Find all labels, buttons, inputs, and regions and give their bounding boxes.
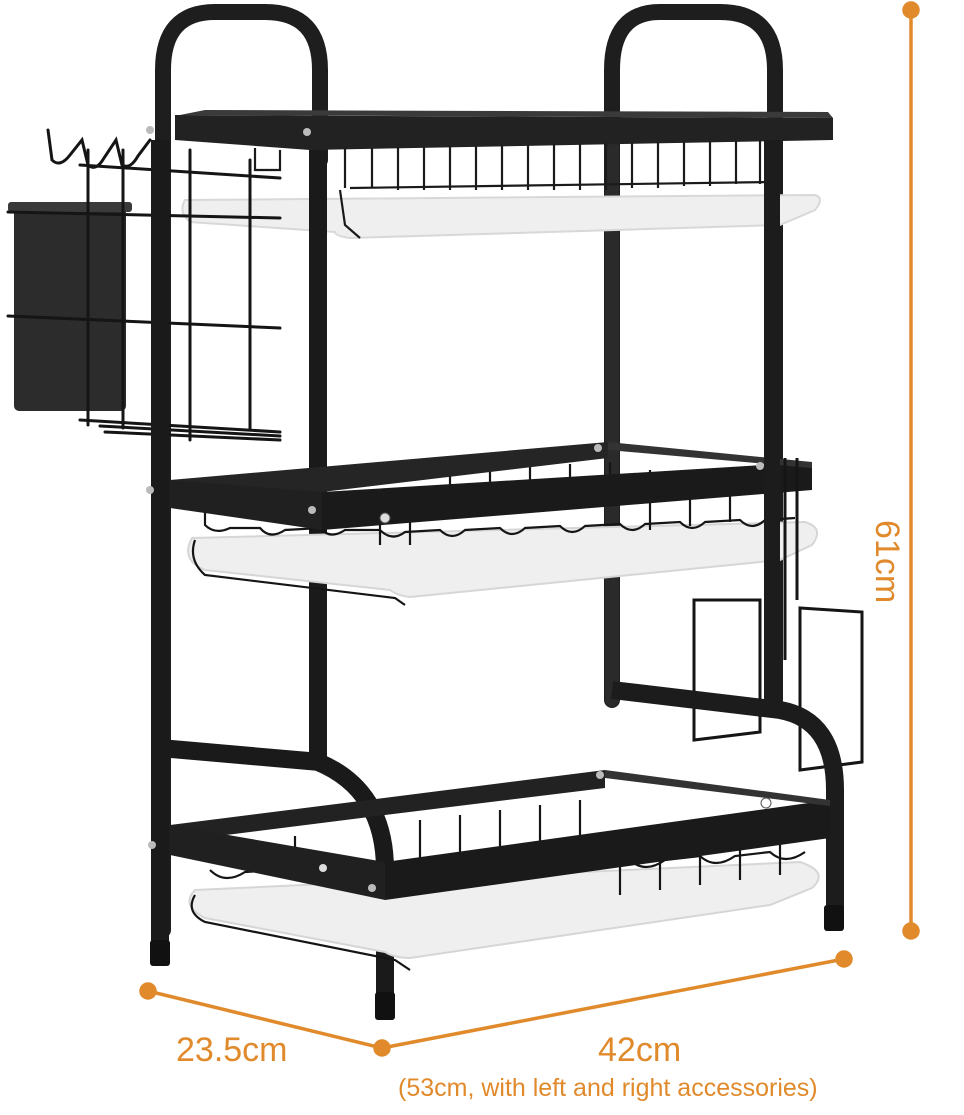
- top-tier: [146, 110, 833, 240]
- utensil-hooks: [46, 128, 152, 169]
- height-dimension-label: 61cm: [868, 520, 906, 604]
- width-dimension-label: 23.5cm: [176, 1031, 288, 1069]
- length-dimension-label: 42cm: [598, 1031, 682, 1069]
- length-accessories-note: (53cm, with left and right accessories): [398, 1074, 818, 1102]
- foot-back-left: [150, 940, 170, 966]
- middle-tier: [146, 442, 819, 606]
- rack-feet: [150, 905, 844, 1020]
- bottom-tier: [148, 770, 830, 971]
- dimension-lines: [139, 1, 920, 1057]
- rack-frame-front-left: [151, 140, 327, 955]
- rack-frame-front-right: [610, 140, 844, 925]
- foot-front-left: [375, 992, 395, 1020]
- left-utensil-basket: [6, 128, 282, 442]
- foot-front-right: [824, 905, 844, 931]
- rack-frame-back: [155, 4, 783, 938]
- utensil-cup: [14, 206, 126, 411]
